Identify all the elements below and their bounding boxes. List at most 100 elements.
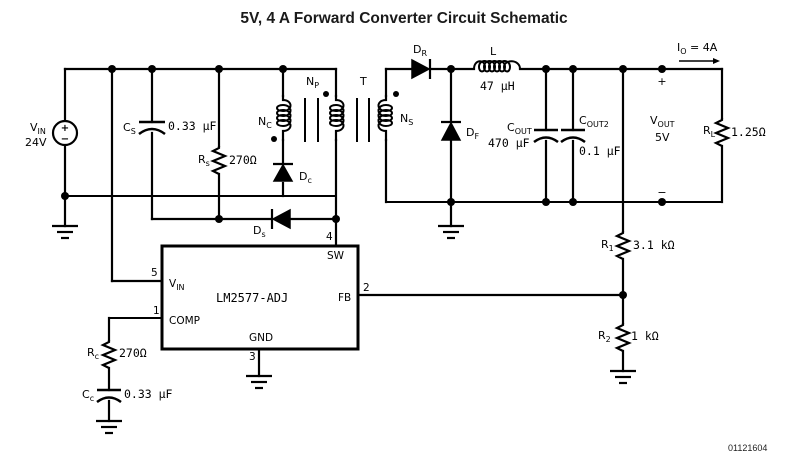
ground-icon xyxy=(436,224,466,240)
winding-np: NP xyxy=(306,75,345,142)
junction-dot xyxy=(215,215,223,223)
ds-label: Ds xyxy=(253,224,266,239)
ground-icon xyxy=(244,374,274,390)
pin-number-vin: 5 xyxy=(151,267,158,279)
rs-value: 270Ω xyxy=(229,153,257,167)
vin-value: 24V xyxy=(25,136,47,149)
vout-indicator: + − VOUT 5V xyxy=(650,75,675,199)
ground-icon xyxy=(608,369,638,385)
vout-plus-terminal xyxy=(658,65,666,73)
ground-icon xyxy=(94,419,124,435)
junction-dot xyxy=(447,198,455,206)
cs-label: CS xyxy=(123,121,136,136)
capacitor-cout2: COUT2 0.1 μF xyxy=(560,114,621,158)
diode-icon xyxy=(411,58,431,80)
vin-label: VIN xyxy=(30,121,46,136)
junction-dot xyxy=(619,65,627,73)
pin-number-fb: 2 xyxy=(363,282,370,294)
schematic-title: 5V, 4 A Forward Converter Circuit Schema… xyxy=(240,10,568,27)
capacitor-cs: CS 0.33 μF xyxy=(123,119,217,136)
pin-label-sw: SW xyxy=(327,250,345,262)
diode-df: DF xyxy=(436,120,479,240)
ic-name: LM2577-ADJ xyxy=(216,291,288,305)
dc-label: Dc xyxy=(299,170,312,185)
diode-icon xyxy=(440,121,462,141)
dr-label: DR xyxy=(413,43,427,58)
coil-icon xyxy=(276,99,292,132)
resistor-icon xyxy=(615,229,631,261)
winding-ns: NS xyxy=(377,91,413,142)
junction-dot xyxy=(215,65,223,73)
pin-label-comp: COMP xyxy=(169,315,200,327)
junction-dot xyxy=(619,291,627,299)
diode-icon xyxy=(272,163,294,182)
capacitor-cout: COUT 470 μF xyxy=(488,121,559,150)
rl-value: 1.25Ω xyxy=(731,125,766,139)
ic-body xyxy=(160,244,360,351)
nc-label: NC xyxy=(258,115,272,130)
junction-dot xyxy=(569,65,577,73)
l-label: L xyxy=(490,45,497,58)
vout-minus-terminal xyxy=(658,198,666,206)
ground-icon xyxy=(50,224,80,240)
wires xyxy=(63,67,724,423)
cc-value: 0.33 μF xyxy=(124,387,173,401)
r1-value: 3.1 kΩ xyxy=(633,238,675,252)
r2-value: 1 kΩ xyxy=(631,329,659,343)
pin-number-comp: 1 xyxy=(153,305,160,317)
cout2-label: COUT2 xyxy=(579,114,609,129)
resistor-icon xyxy=(714,116,730,148)
figure-id: 01121604 xyxy=(728,443,768,453)
source-minus: − xyxy=(61,134,69,145)
winding-nc: NC xyxy=(258,94,292,142)
cout2-value: 0.1 μF xyxy=(579,144,621,158)
junction-dot xyxy=(447,65,455,73)
vout-minus: − xyxy=(657,186,666,199)
np-label: NP xyxy=(306,75,319,90)
pin-number-gnd: 3 xyxy=(249,351,256,363)
coil-icon xyxy=(377,99,393,132)
resistor-icon xyxy=(211,144,227,176)
r2-label: R2 xyxy=(598,329,611,344)
vin-source: + − VIN 24V xyxy=(25,119,80,240)
cs-value: 0.33 μF xyxy=(168,119,217,133)
resistor-r2: R2 1 kΩ xyxy=(598,321,659,385)
output-current: IO = 4A xyxy=(677,41,720,64)
resistor-icon xyxy=(615,321,631,353)
df-label: DF xyxy=(466,126,479,141)
vout-label: VOUT xyxy=(650,114,675,129)
resistor-rs: Rs 270Ω xyxy=(198,144,257,176)
transformer-core-secondary xyxy=(356,98,370,142)
resistor-rl: RL 1.25Ω xyxy=(703,116,766,148)
junction-dot xyxy=(542,198,550,206)
io-label: IO = 4A xyxy=(677,41,718,56)
pin-label-fb: FB xyxy=(338,292,351,304)
polarity-dot xyxy=(323,91,329,97)
resistor-rc: Rc 270Ω xyxy=(87,338,147,370)
arrow-right-icon xyxy=(713,58,720,64)
source-plus: + xyxy=(61,123,69,134)
junction-dot xyxy=(332,215,340,223)
rc-label: Rc xyxy=(87,346,99,361)
diode-icon xyxy=(271,208,291,230)
junction-dots xyxy=(61,65,666,299)
diode-ds: Ds xyxy=(253,208,291,239)
junction-dot xyxy=(148,65,156,73)
diode-dc: Dc xyxy=(272,162,312,185)
transformer-label: T xyxy=(359,75,367,88)
pin-label-gnd: GND xyxy=(249,332,273,344)
pin-label-vin: VIN xyxy=(169,278,185,292)
resistor-icon xyxy=(101,338,117,370)
ns-label: NS xyxy=(400,112,413,127)
rc-value: 270Ω xyxy=(119,346,147,360)
inductor-l: L 47 μH xyxy=(473,45,521,93)
junction-dot xyxy=(108,65,116,73)
r1-label: R1 xyxy=(601,238,614,253)
polarity-dot xyxy=(393,91,399,97)
junction-dot xyxy=(569,198,577,206)
transformer-core-primary xyxy=(304,98,319,142)
diode-dr: DR xyxy=(411,43,432,80)
inductor-icon xyxy=(473,60,521,73)
coil-icon xyxy=(329,99,345,132)
